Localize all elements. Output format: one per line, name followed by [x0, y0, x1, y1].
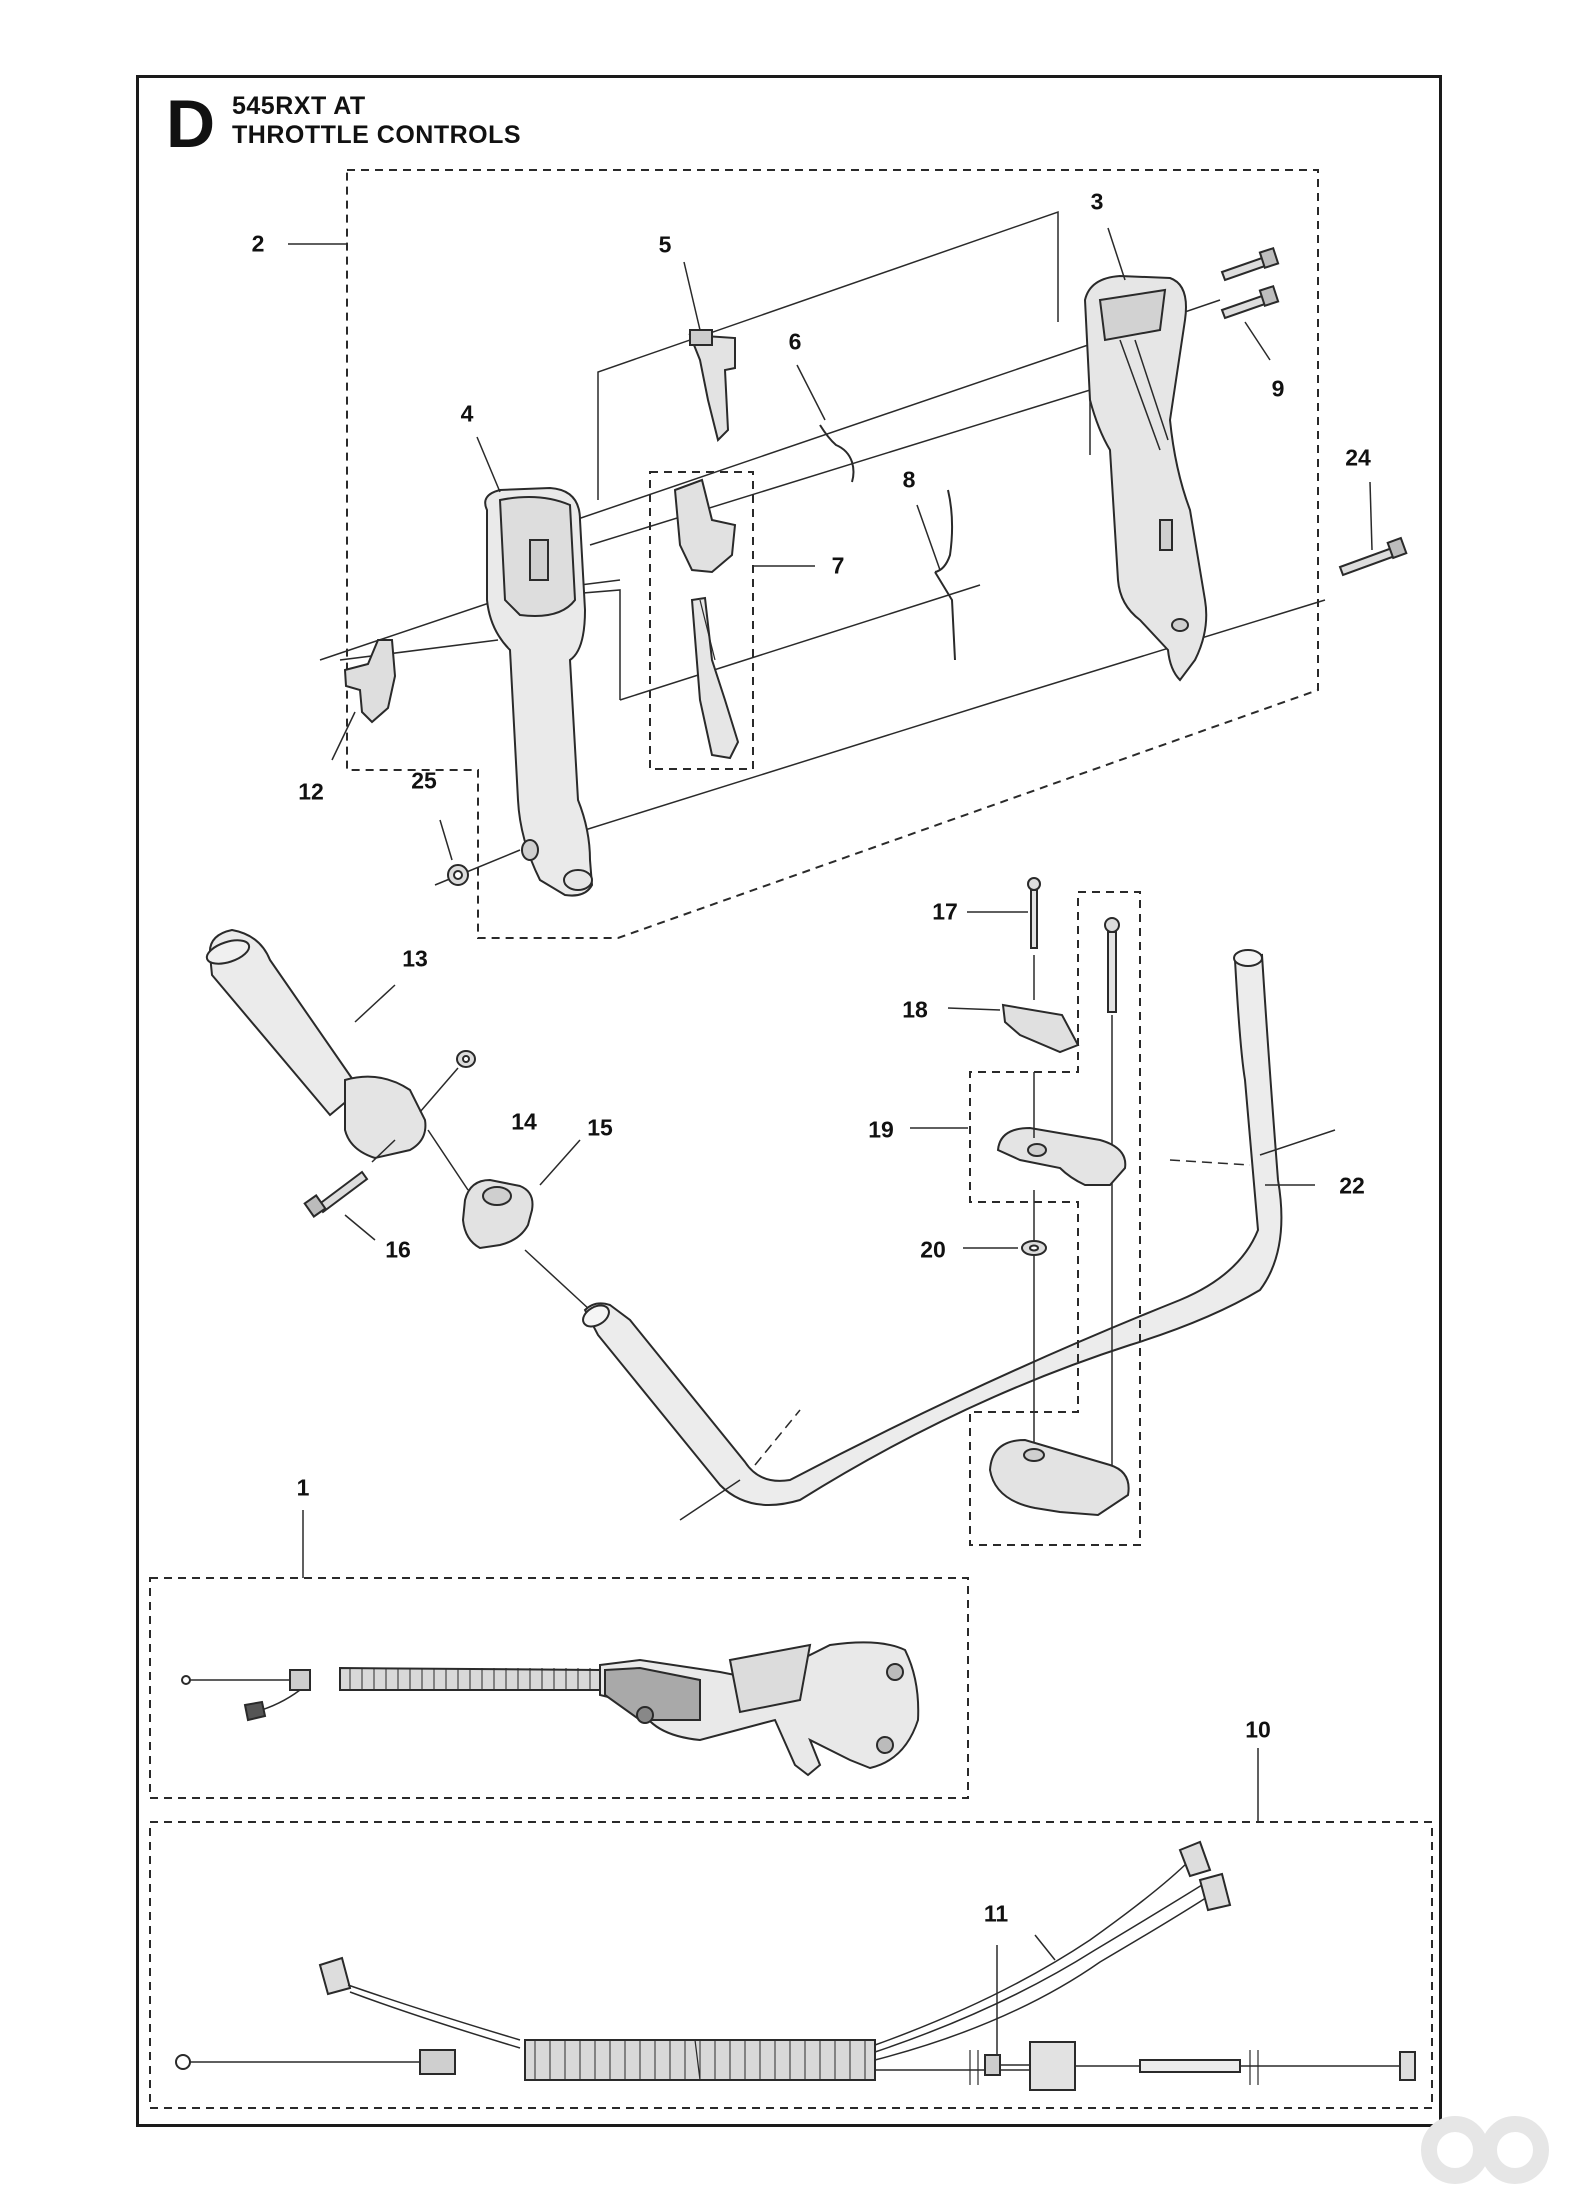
drawing-frame	[136, 75, 1442, 2127]
part-12-clip	[331, 639, 397, 761]
explode-line	[339, 639, 499, 661]
callout-5: 5	[658, 231, 672, 258]
explode-line	[597, 210, 1059, 500]
callout-18: 18	[902, 996, 928, 1023]
part-16-bolt	[303, 1139, 396, 1241]
group-1-boundary	[149, 1577, 969, 1799]
callout-13: 13	[402, 945, 428, 972]
part-13-grip	[205, 928, 427, 1160]
callout-22: 22	[1339, 1172, 1365, 1199]
callout-20: 20	[920, 1236, 946, 1263]
cable-spring-coil	[349, 1668, 591, 1690]
part-8-spring	[934, 489, 956, 661]
group-2-boundary	[346, 169, 1319, 939]
callout-8: 8	[902, 466, 916, 493]
part-20-washer	[963, 1190, 1047, 1442]
part-4-handle-half	[484, 486, 594, 897]
explode-line	[589, 388, 1091, 546]
part-18-plate	[947, 1003, 1080, 1054]
watermark-logo	[1421, 2116, 1549, 2184]
part-1-throttle-handle	[181, 1641, 920, 1777]
explode-line	[619, 584, 981, 701]
callout-1: 1	[296, 1474, 310, 1501]
part-10-cable-harness	[175, 1840, 1416, 2091]
part-22-handlebar	[582, 949, 1336, 1521]
callout-24: 24	[1345, 444, 1371, 471]
bracket-long-screw	[1104, 917, 1120, 1470]
part-14-washer	[419, 1050, 476, 1113]
callout-17: 17	[932, 898, 958, 925]
part-15-clamp	[427, 1129, 591, 1311]
callout-14: 14	[511, 1108, 537, 1135]
callout-leaders	[288, 227, 1373, 571]
callout-10: 10	[1245, 1716, 1271, 1743]
explode-line	[584, 599, 1326, 831]
callout-7: 7	[831, 552, 845, 579]
part-17-screw	[967, 877, 1041, 1000]
callout-2: 2	[251, 230, 265, 257]
callout-16: 16	[385, 1236, 411, 1263]
model-name: 545RXT AT	[232, 92, 366, 120]
diagram-title: THROTTLE CONTROLS	[232, 121, 522, 149]
part-6-spring	[819, 424, 855, 483]
callout-12: 12	[298, 778, 324, 805]
bracket-lower-clamp	[988, 1438, 1130, 1517]
callout-4: 4	[460, 400, 474, 427]
part-25-nut	[439, 819, 469, 886]
part-3-handle-half	[1083, 274, 1208, 682]
part-9-screws	[1220, 246, 1280, 361]
callout-3: 3	[1090, 188, 1104, 215]
callout-9: 9	[1271, 375, 1285, 402]
callout-25: 25	[411, 767, 437, 794]
part-19-clamp	[910, 1072, 1127, 1186]
part-5-lockout	[688, 329, 736, 442]
cable-spring-coil	[534, 2040, 866, 2080]
callout-6: 6	[788, 328, 802, 355]
section-letter: D	[166, 86, 216, 162]
callout-19: 19	[868, 1116, 894, 1143]
group-7-boundary	[649, 471, 754, 770]
bracket-group-boundary	[969, 891, 1141, 1546]
part-7-trigger	[673, 478, 740, 760]
part-24-screw	[1338, 536, 1408, 577]
callout-11: 11	[983, 1900, 1009, 1927]
callout-15: 15	[587, 1114, 613, 1141]
